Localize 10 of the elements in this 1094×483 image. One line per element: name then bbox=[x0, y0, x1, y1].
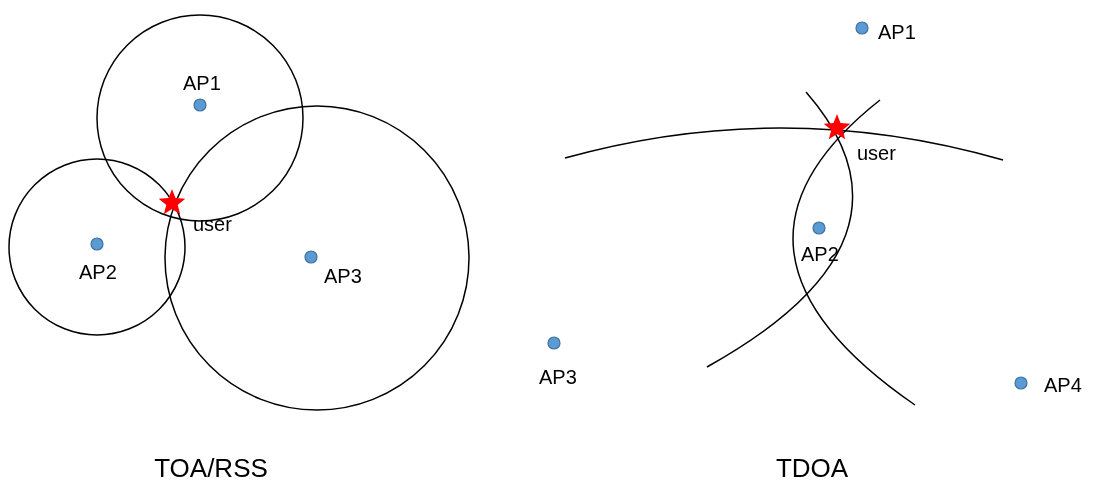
method-caption: TDOA bbox=[775, 455, 849, 481]
point-label: user bbox=[193, 214, 232, 234]
point-label: AP3 bbox=[324, 266, 362, 286]
point-label: AP4 bbox=[1044, 375, 1082, 395]
method-caption: TOA/RSS bbox=[154, 455, 268, 481]
point-label: AP1 bbox=[878, 22, 916, 42]
point-label: AP3 bbox=[539, 367, 577, 387]
point-label: AP2 bbox=[79, 262, 117, 282]
point-label: AP1 bbox=[183, 73, 221, 93]
point-label: user bbox=[857, 143, 896, 163]
